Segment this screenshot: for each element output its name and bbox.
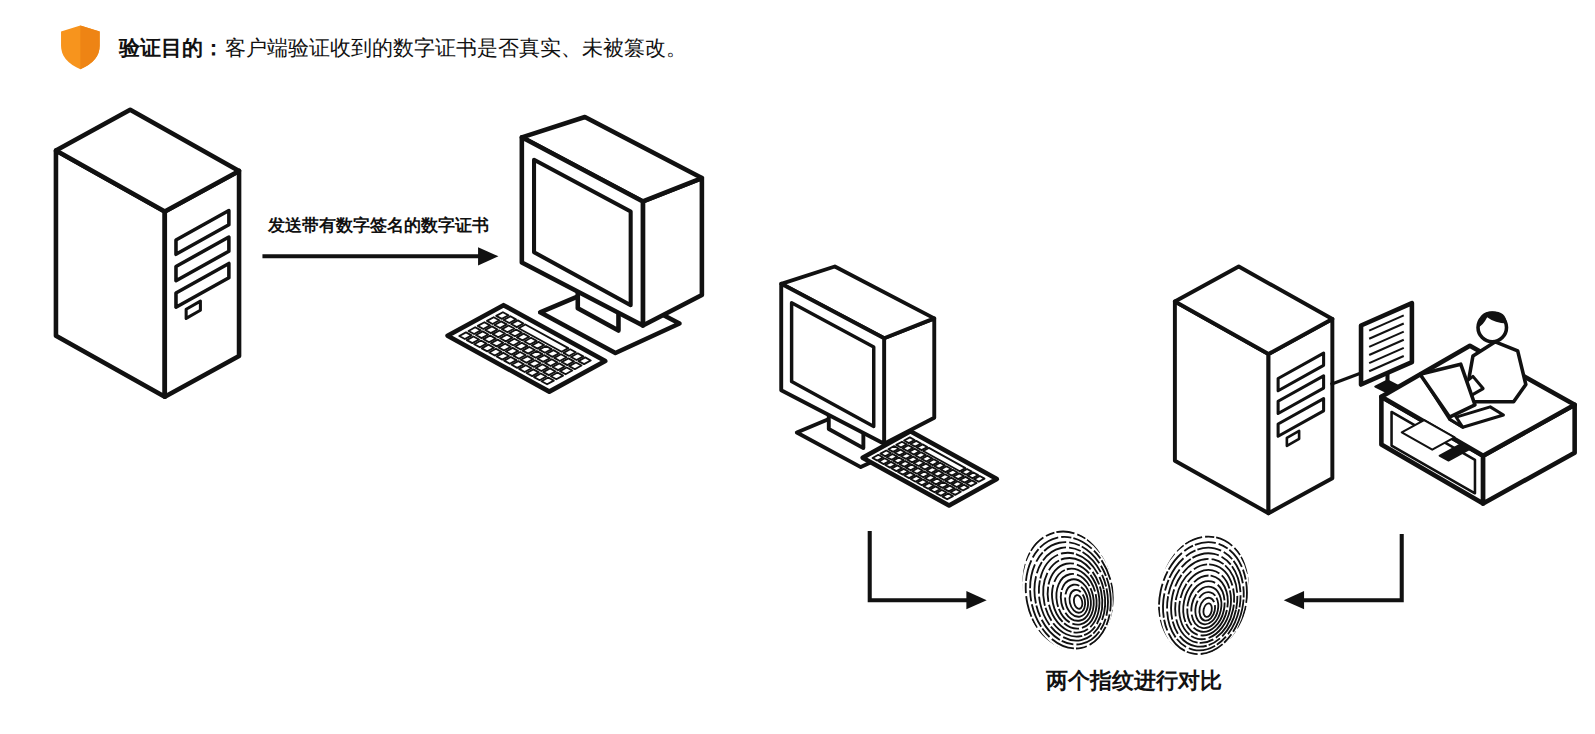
ca-server [1175, 267, 1332, 514]
workstation [1331, 303, 1575, 503]
shield-icon [61, 25, 100, 69]
client-monitor [522, 117, 702, 353]
purpose-text: 客户端验证收到的数字证书是否真实、未被篡改。 [225, 36, 687, 61]
compare-label: 两个指纹进行对比 [1046, 668, 1222, 694]
keyboard [863, 431, 997, 505]
send-arrow [262, 247, 498, 265]
server-tower [56, 110, 239, 397]
heading: 验证目的： [119, 36, 224, 61]
compare-arrow [1284, 534, 1402, 609]
fingerprint [1010, 523, 1128, 666]
keyboard [448, 305, 606, 391]
compare-arrow [870, 531, 987, 609]
arrow-label: 发送带有数字签名的数字证书 [268, 215, 489, 235]
fingerprint [1144, 528, 1262, 671]
